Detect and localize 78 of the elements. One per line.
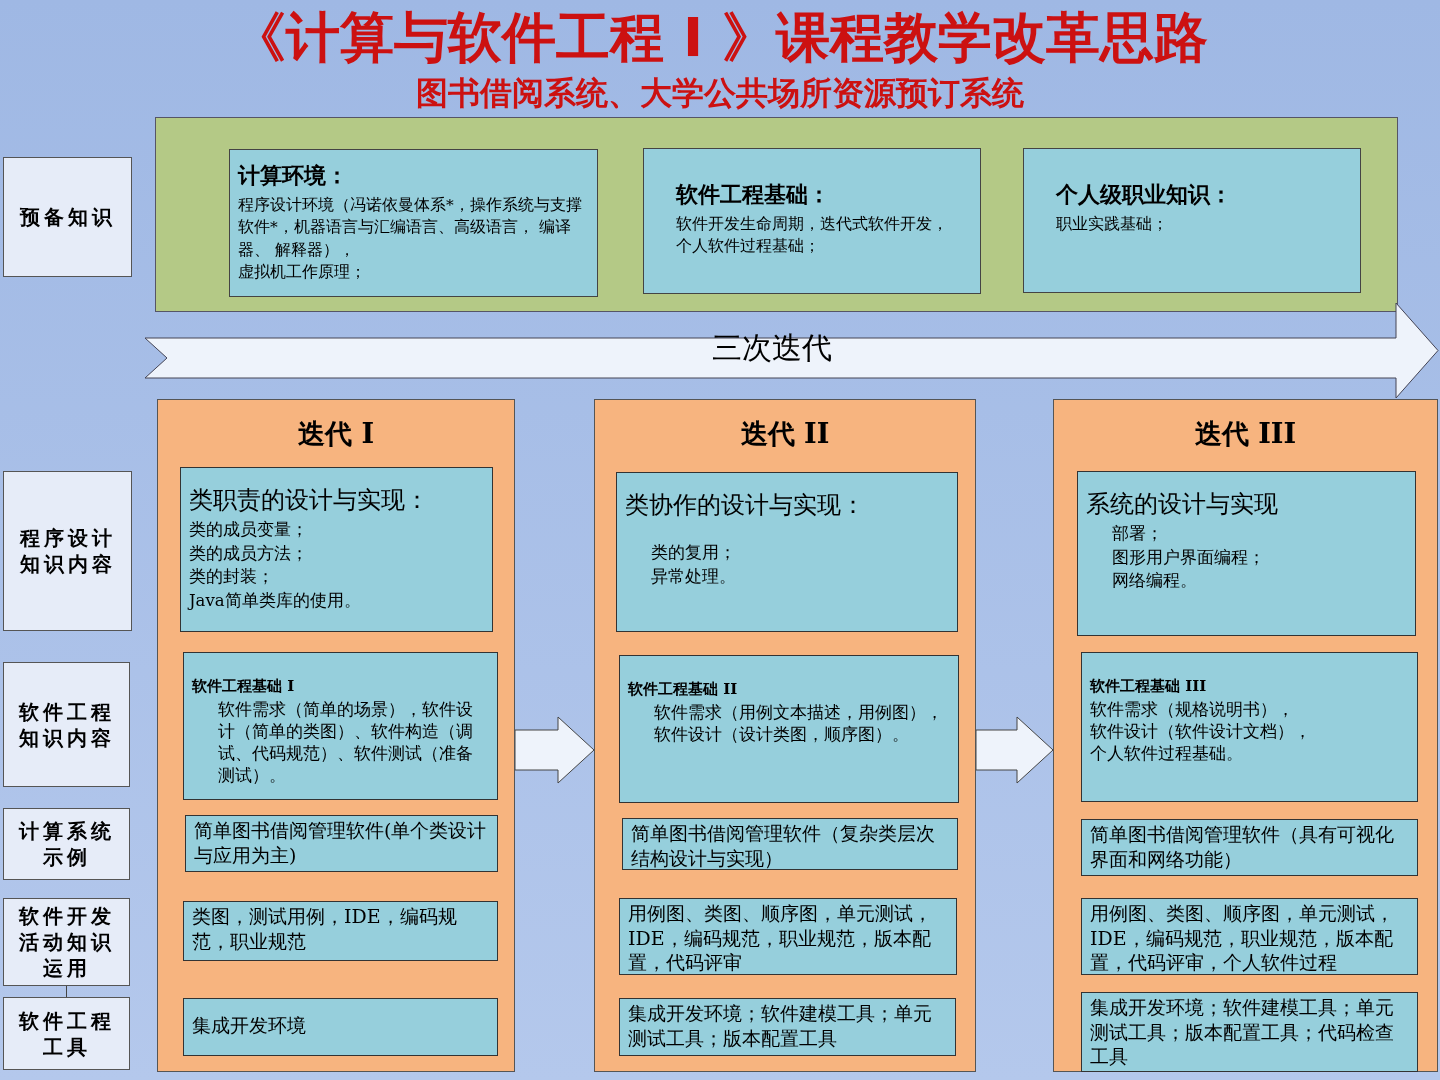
content-box <box>183 998 498 1056</box>
box-heading: 类职责的设计与实现： <box>189 485 430 516</box>
box-heading: 软件工程基础： <box>676 180 831 209</box>
box-text: 类的成员变量； <box>189 518 309 541</box>
arrow-label: 三次迭代 <box>710 330 833 366</box>
box-text: 类的封装； <box>189 566 275 589</box>
row-label: 软件工程知识内容 <box>17 698 116 751</box>
box-text: 软件开发生命周期，迭代式软件开发，个人软件过程基础； <box>676 213 948 258</box>
row-label: 程序设计知识内容 <box>18 525 117 577</box>
column-title: 迭代 I <box>297 418 375 451</box>
column-title: 迭代 II <box>739 418 831 451</box>
box-text: 简单图书借阅管理软件(单个类设计与应用为主) <box>194 818 488 868</box>
box-text: 个人软件过程基础。 <box>1090 741 1244 764</box>
content-box <box>180 467 493 632</box>
box-text: 软件需求（用例文本描述，用例图），软件设计（设计类图，顺序图）。 <box>653 700 944 745</box>
box-text: 集成开发环境；软件建模工具；单元测试工具；版本配置工具；代码检查工具 <box>1090 995 1395 1070</box>
content-box <box>183 901 498 961</box>
box-text: 软件设计（软件设计文档）， <box>1090 719 1312 742</box>
band-background <box>155 117 1398 312</box>
box-text: 集成开发环境；软件建模工具；单元测试工具；版本配置工具 <box>628 1001 933 1051</box>
box-heading: 个人级职业知识： <box>1056 180 1233 209</box>
row-label: 预备知识 <box>18 204 117 230</box>
row-label-box <box>3 808 130 880</box>
box-text: 简单图书借阅管理软件（复杂类层次结构设计与实现） <box>631 821 936 871</box>
box-text: 网络编程。 <box>1111 570 1198 593</box>
iteration-arrow <box>145 303 1438 398</box>
subtitle: 图书借阅系统、大学公共场所资源预订系统 <box>415 76 1025 112</box>
row-label-box <box>3 898 130 986</box>
content-box <box>1081 992 1418 1072</box>
content-box <box>616 472 958 632</box>
box-text: 部署； <box>1111 522 1164 545</box>
box-text: 程序设计环境（冯诺依曼体系*，操作系统与支撑软件*，机器语言与汇编语言、高级语言， 编译器、 解释器）， <box>238 194 583 261</box>
iteration-column <box>594 399 976 1072</box>
box-heading: 软件工程基础 III <box>1090 676 1208 697</box>
row-label-box <box>3 157 132 277</box>
box-text: 类的成员方法； <box>189 542 309 565</box>
box-text: 职业实践基础； <box>1056 213 1169 235</box>
box-text: 异常处理。 <box>650 565 737 588</box>
box-text: 用例图、类图、顺序图，单元测试，IDE，编码规范，职业规范，版本配置，代码评审，个人软件过程 <box>1090 901 1395 976</box>
box-text: 图形用户界面编程； <box>1111 546 1266 569</box>
box-text: 类的复用； <box>650 541 737 564</box>
box-text: 用例图、类图、顺序图，单元测试，IDE，编码规范，职业规范，版本配置，代码评审 <box>628 901 933 976</box>
row-label-box <box>3 997 130 1070</box>
row-label: 计算系统示例 <box>17 818 116 870</box>
content-box <box>183 652 498 800</box>
box-text: 类图，测试用例，IDE，编码规范，职业规范 <box>192 904 458 954</box>
connector-line <box>66 985 67 998</box>
box-heading: 系统的设计与实现 <box>1086 489 1279 520</box>
iteration-column <box>1053 399 1438 1072</box>
content-box <box>1023 148 1361 293</box>
box-heading: 类协作的设计与实现： <box>625 490 866 521</box>
title: 《计算与软件工程 I 》课程教学改革思路 <box>231 8 1209 68</box>
box-heading: 计算环境： <box>238 161 349 190</box>
content-box <box>1077 471 1416 636</box>
row-label: 软件开发活动知识运用 <box>17 903 116 981</box>
content-box <box>619 998 956 1056</box>
content-box <box>1081 819 1418 876</box>
content-box <box>622 818 958 870</box>
box-text: 集成开发环境 <box>192 1013 307 1038</box>
row-label-box <box>3 471 132 631</box>
box-text: 软件需求（简单的场景），软件设计（简单的类图）、软件构造（调试、代码规范）、软件测试（准备测试）。 <box>217 697 474 786</box>
content-box <box>185 815 498 872</box>
box-heading: 软件工程基础 I <box>192 676 296 697</box>
row-label-box <box>3 662 130 787</box>
iteration-column <box>157 399 515 1072</box>
box-text: 虚拟机工作原理； <box>238 262 367 284</box>
row-label: 软件工程工具 <box>17 1007 116 1060</box>
box-heading: 软件工程基础 II <box>628 679 739 700</box>
box-text: Java简单类库的使用。 <box>189 590 362 613</box>
content-box <box>229 149 598 297</box>
column-title: 迭代 III <box>1193 418 1298 451</box>
box-text: 软件需求（规格说明书）， <box>1090 697 1295 720</box>
content-box <box>619 655 959 803</box>
block-arrow <box>514 716 595 784</box>
content-box <box>643 148 981 294</box>
box-text: 简单图书借阅管理软件（具有可视化界面和网络功能） <box>1090 822 1395 872</box>
block-arrow <box>975 716 1054 784</box>
content-box <box>1081 652 1418 802</box>
